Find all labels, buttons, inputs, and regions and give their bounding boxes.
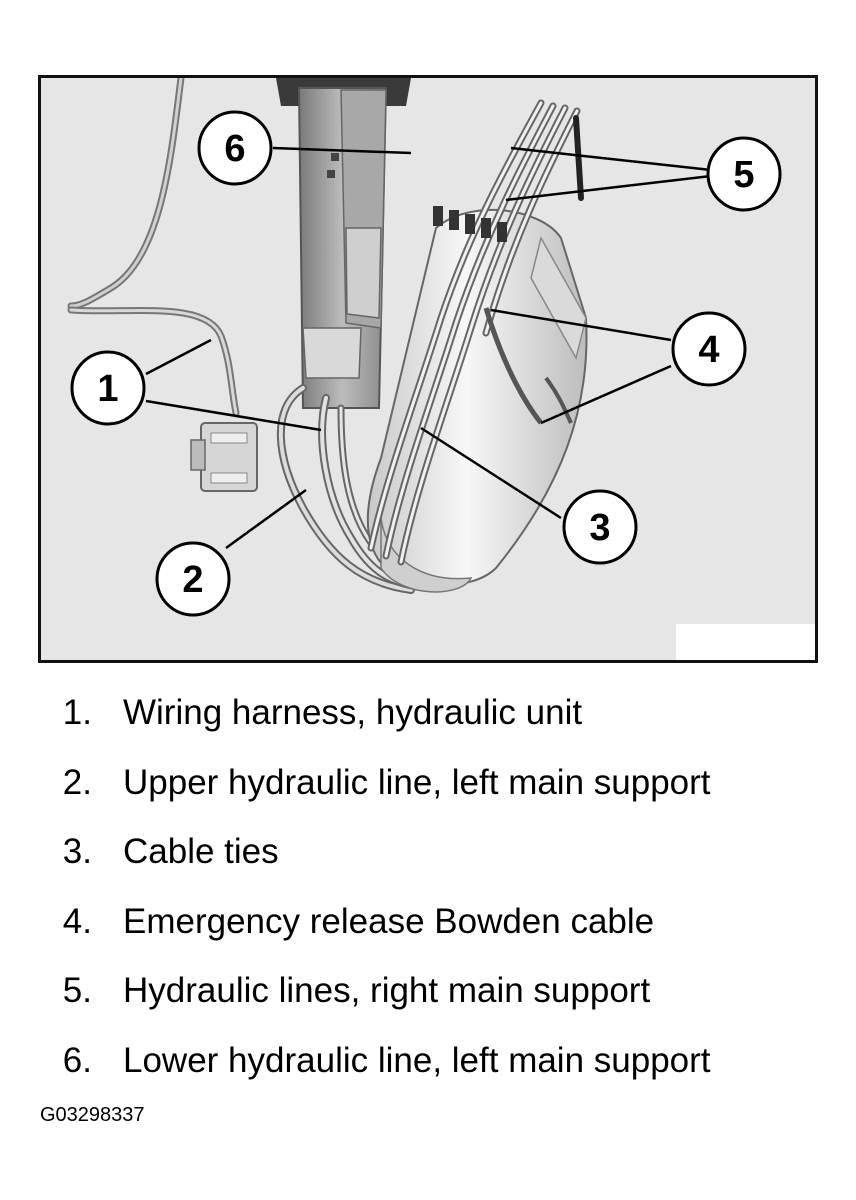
legend-number: 3.: [62, 832, 92, 871]
legend-item: 2. Upper hydraulic line, left main suppo…: [0, 756, 856, 826]
callout-6: 6: [197, 110, 273, 186]
legend-item: 1. Wiring harness, hydraulic unit: [0, 686, 856, 756]
illustration-frame: 1 2 3 4 5 6: [38, 75, 818, 663]
legend-number: 4.: [62, 901, 92, 941]
strut: [297, 87, 388, 409]
line-bundle: [367, 99, 584, 566]
cable-ties: [433, 206, 507, 242]
legend-number: 5.: [62, 971, 92, 1010]
callout-2: 2: [155, 541, 231, 617]
callout-5: 5: [706, 136, 782, 212]
legend-number: 1.: [62, 693, 92, 732]
callout-1-label: 1: [97, 368, 118, 410]
hydraulic-unit-illustration: 1 2 3 4 5 6: [41, 78, 815, 660]
legend-text: Emergency release Bowden cable: [123, 901, 655, 941]
legend-item: 4. Emergency release Bowden cable: [0, 895, 856, 965]
callout-6-label: 6: [224, 128, 245, 170]
connector-plug: [190, 422, 258, 492]
hydraulic-lines: [276, 384, 430, 594]
wiring-harness: [67, 78, 240, 417]
callout-3: 3: [562, 489, 638, 565]
legend-item: 5. Hydraulic lines, right main support: [0, 964, 856, 1034]
legend-text: Cable ties: [123, 832, 279, 871]
leader-lines: [145, 146, 712, 550]
legend-text: Upper hydraulic line, left main support: [123, 762, 711, 802]
background-patch: [676, 624, 815, 660]
callout-5-label: 5: [733, 154, 754, 196]
legend-number: 2.: [62, 762, 92, 802]
legend-number: 6.: [62, 1040, 92, 1080]
callout-2-label: 2: [182, 559, 203, 601]
legend-item: 6. Lower hydraulic line, left main suppo…: [0, 1034, 856, 1104]
legend-list: 1. Wiring harness, hydraulic unit 2. Upp…: [0, 686, 856, 1103]
callout-4: 4: [671, 311, 747, 387]
callout-4-label: 4: [698, 329, 719, 371]
callout-1: 1: [70, 350, 146, 426]
bowden-cable: [483, 307, 573, 425]
legend-text: Lower hydraulic line, left main support: [123, 1040, 711, 1080]
figure-id: G03298337: [40, 1104, 145, 1126]
legend-text: Wiring harness, hydraulic unit: [123, 693, 583, 732]
legend-text: Hydraulic lines, right main support: [123, 971, 651, 1010]
legend-item: 3. Cable ties: [0, 825, 856, 895]
callout-3-label: 3: [589, 507, 610, 549]
